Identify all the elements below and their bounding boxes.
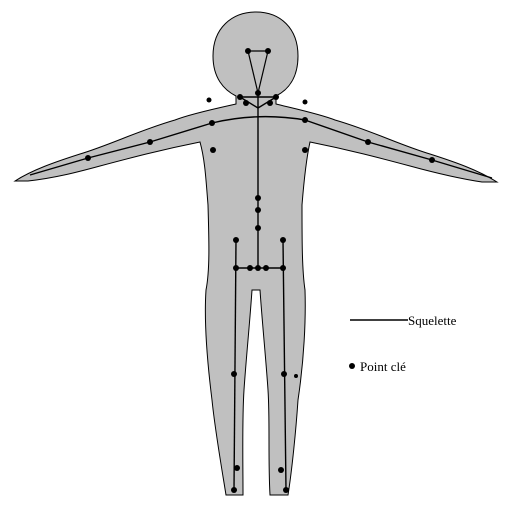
keypoint (245, 48, 251, 54)
keypoint (429, 157, 435, 163)
keypoint (283, 487, 289, 493)
keypoint (303, 100, 308, 105)
keypoint (237, 94, 243, 100)
keypoint (234, 465, 240, 471)
legend: Squelette Point clé (349, 313, 457, 374)
keypoint (231, 371, 237, 377)
keypoint (255, 225, 261, 231)
keypoint (267, 100, 273, 106)
keypoint (207, 98, 212, 103)
keypoint (85, 155, 91, 161)
keypoint (210, 147, 216, 153)
keypoint (231, 487, 237, 493)
keypoint (233, 265, 239, 271)
keypoint (247, 265, 253, 271)
legend-keypoint-label: Point clé (360, 359, 406, 374)
keypoint (265, 48, 271, 54)
keypoint (209, 120, 215, 126)
keypoint (281, 371, 287, 377)
keypoint (294, 374, 298, 378)
keypoint (243, 100, 249, 106)
keypoint (147, 139, 153, 145)
keypoint (302, 117, 308, 123)
keypoint (280, 237, 286, 243)
keypoint (255, 195, 261, 201)
keypoint (273, 94, 279, 100)
keypoint (280, 265, 286, 271)
keypoint (255, 90, 261, 96)
keypoint (263, 265, 269, 271)
legend-skeleton-label: Squelette (408, 313, 457, 328)
keypoint (255, 265, 261, 271)
legend-keypoint-swatch (349, 363, 355, 369)
keypoint (233, 237, 239, 243)
keypoint (278, 467, 284, 473)
keypoint (365, 139, 371, 145)
keypoint (255, 207, 261, 213)
keypoint (302, 147, 308, 153)
